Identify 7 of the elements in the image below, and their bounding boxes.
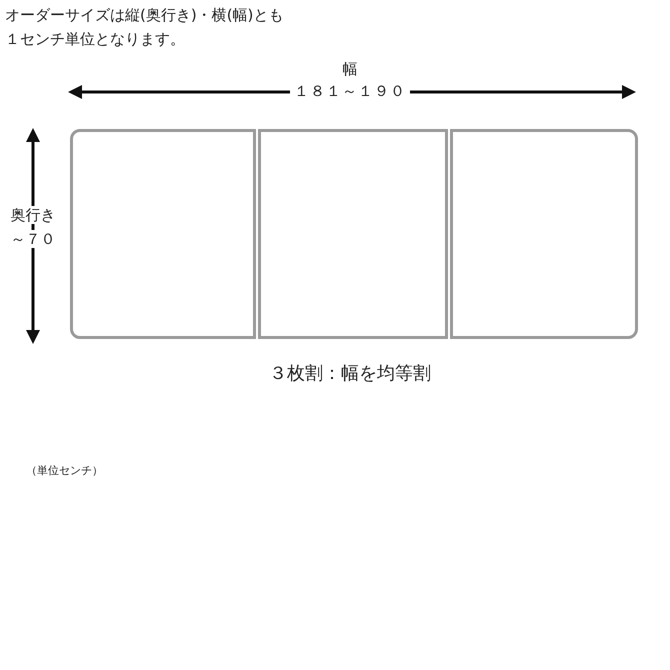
panel <box>450 129 638 339</box>
note-text: オーダーサイズは縦(奥行き)・横(幅)とも１センチ単位となります。 <box>5 5 284 50</box>
unit-note: （単位センチ） <box>26 464 103 478</box>
panel <box>258 129 448 339</box>
dimension-label: 幅 <box>342 60 358 78</box>
caption: ３枚割：幅を均等割 <box>268 363 432 385</box>
panel <box>70 129 256 339</box>
